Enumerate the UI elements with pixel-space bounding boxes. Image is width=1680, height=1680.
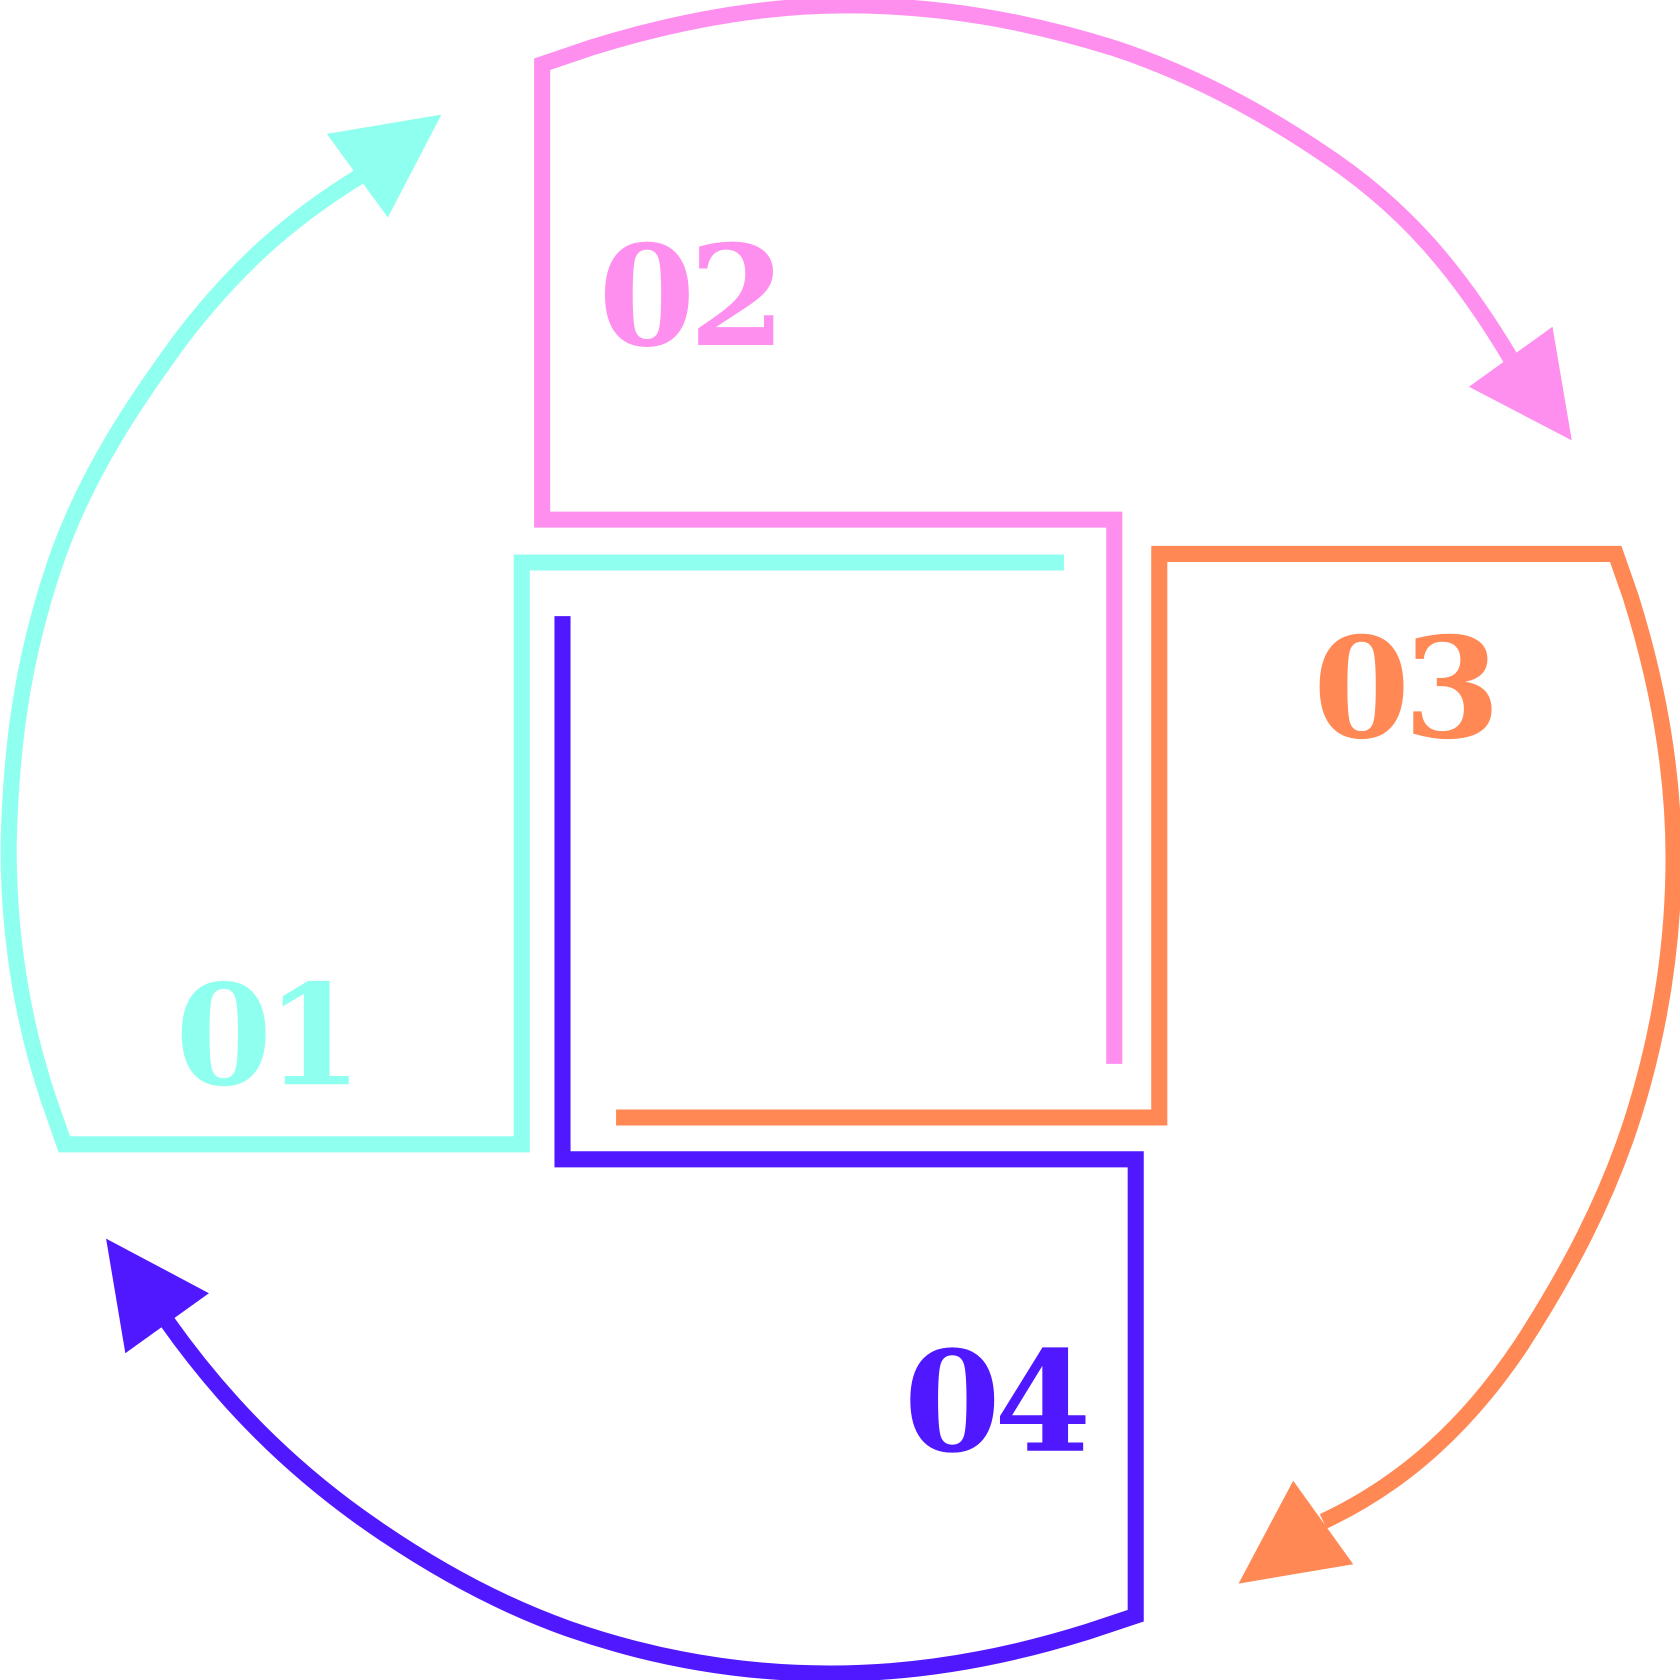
- step-02-bracket: [534, 0, 1520, 1064]
- step-03-bracket: [616, 545, 1680, 1529]
- step-02-arrowhead: [1468, 326, 1572, 441]
- step-03-label: 03: [1313, 606, 1494, 770]
- step-01-bracket: [0, 169, 1064, 1153]
- step-01-arrowhead: [326, 114, 442, 218]
- step-04: 04: [106, 616, 1144, 1680]
- step-04-arrowhead: [106, 1238, 209, 1354]
- step-02-label: 02: [598, 214, 779, 378]
- step-04-label: 04: [904, 1320, 1086, 1484]
- step-01: 01: [0, 114, 1064, 1153]
- step-04-bracket: [159, 616, 1144, 1680]
- step-03: 03: [616, 545, 1680, 1584]
- step-03-arrowhead: [1238, 1480, 1354, 1584]
- step-02: 02: [534, 0, 1572, 1064]
- step-01-label: 01: [175, 953, 356, 1117]
